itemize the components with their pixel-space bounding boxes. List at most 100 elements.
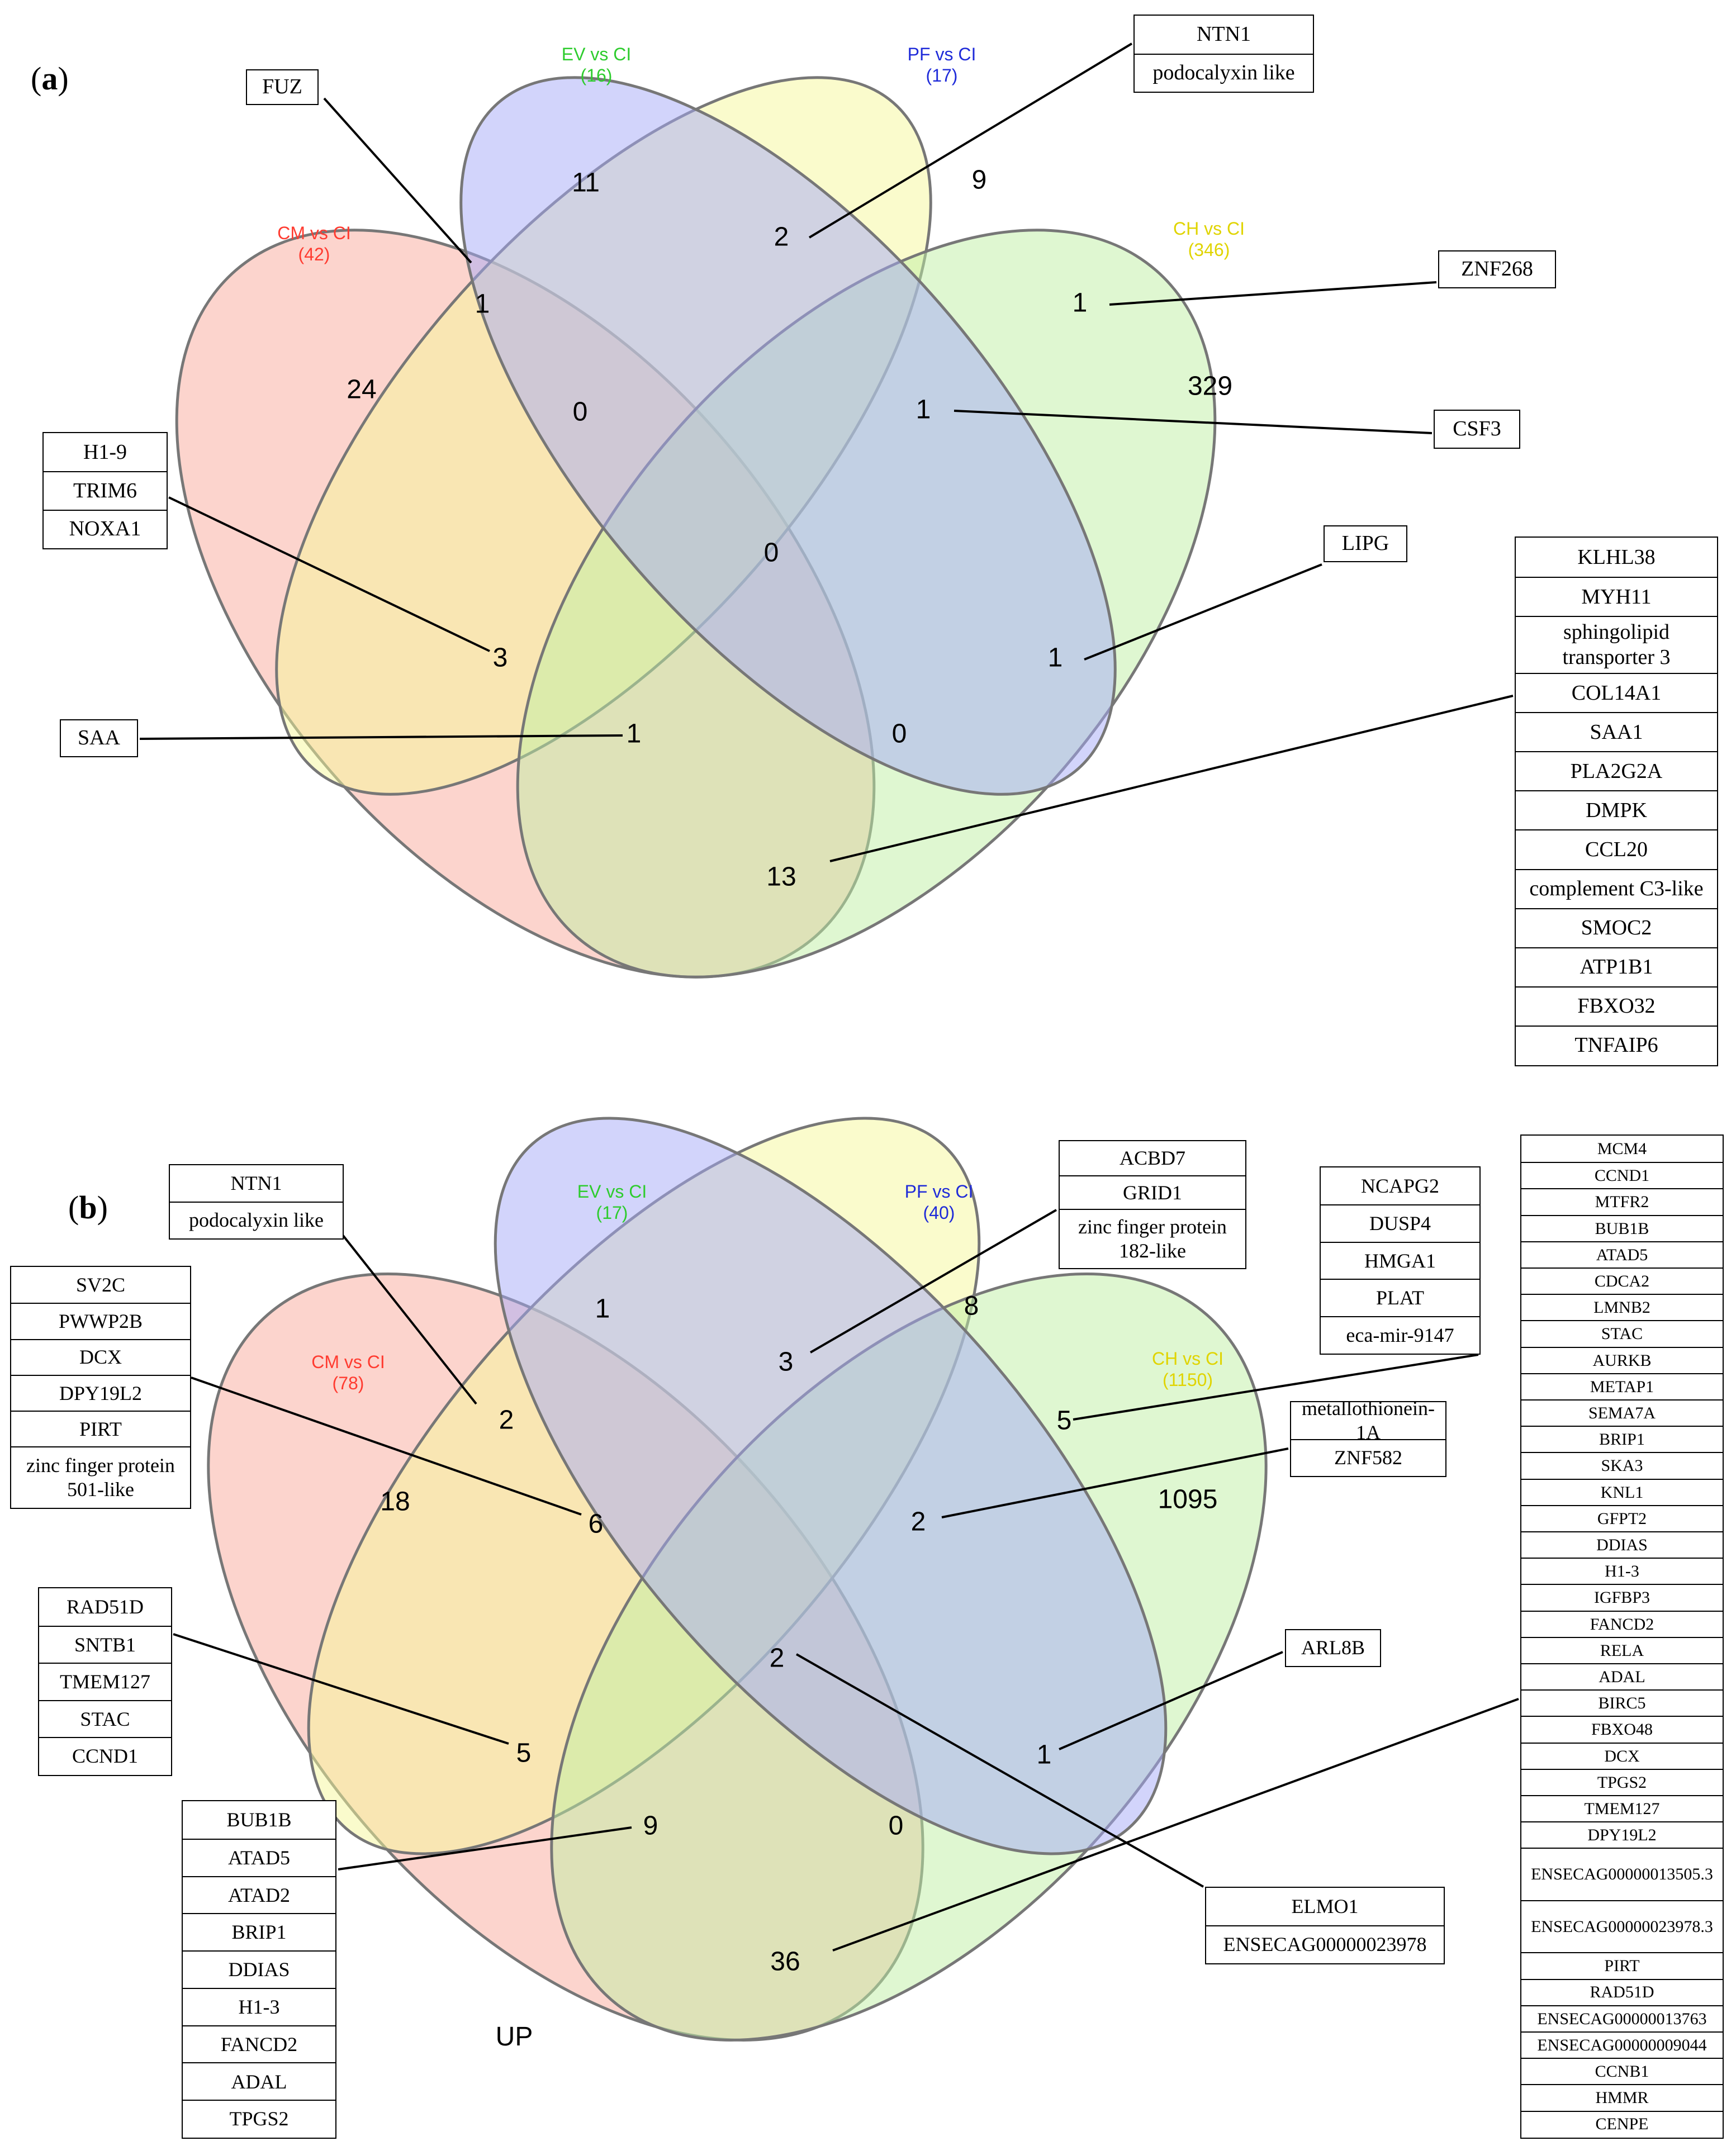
region-count-cm-pf: 3 — [493, 643, 508, 673]
gene-label: TMEM127 — [39, 1663, 171, 1700]
gene-label: zinc finger protein 501-like — [11, 1446, 190, 1507]
gene-label: PIRT — [11, 1411, 190, 1446]
gene-label: DMPK — [1516, 790, 1717, 829]
gene-label: MCM4 — [1597, 1139, 1647, 1158]
set-title-ch: CH vs CI — [1173, 219, 1245, 239]
leader-line-ev-pf-ch — [954, 410, 1433, 434]
gene-label: ATAD5 — [1521, 1241, 1723, 1267]
gene-label: SAA — [77, 726, 121, 750]
leader-line-cm-ev-pf-ch — [796, 1653, 1204, 1888]
region-count-ch: 1095 — [1158, 1485, 1218, 1515]
gene-label: BRIP1 — [1521, 1426, 1723, 1452]
gene-label: CENPE — [1521, 2110, 1723, 2137]
gene-label: LIPG — [1341, 531, 1389, 556]
region-count-ev-pf-ch: 2 — [911, 1507, 926, 1537]
gene-label: PLA2G2A — [1516, 751, 1717, 790]
gene-label: CCNB1 — [1521, 2058, 1723, 2084]
gene-label: STAC — [1521, 1320, 1723, 1346]
set-ellipse-pf — [459, 76, 1117, 796]
set-ellipse-pf — [494, 1117, 1168, 1855]
region-count-cm-pf-ch: 9 — [643, 1811, 658, 1841]
gene-label: BUB1B — [1521, 1214, 1723, 1241]
gene-label: BIRC5 — [1521, 1689, 1723, 1716]
gene-label: CCL20 — [1516, 829, 1717, 868]
gene-label: GFPT2 — [1521, 1504, 1723, 1531]
gene-label: STAC — [39, 1699, 171, 1738]
region-count-cm-ev-pf-ch: 0 — [764, 538, 779, 568]
leader-line-cm-ch — [829, 695, 1514, 862]
gene-label: NCAPG2 — [1360, 1174, 1440, 1197]
gene-label: SKA3 — [1521, 1452, 1723, 1478]
leader-line-cm-pf — [168, 496, 490, 652]
gene-label: HMGA1 — [1321, 1241, 1479, 1279]
gene-label: CDCA2 — [1521, 1267, 1723, 1294]
gene-label: TMEM127 — [1521, 1795, 1723, 1821]
region-count-ch: 329 — [1188, 372, 1232, 401]
region-count-ev-pf: 2 — [774, 222, 789, 252]
gene-box-ev-pf-ch: CSF3 — [1434, 410, 1520, 449]
gene-label: ARL8B — [1301, 1636, 1365, 1659]
region-count-cm: 24 — [347, 375, 376, 405]
gene-label: podocalyxin like — [170, 1202, 343, 1238]
gene-label: LMNB2 — [1521, 1294, 1723, 1320]
gene-label: BUB1B — [226, 1808, 292, 1831]
gene-label: H1-3 — [1521, 1558, 1723, 1584]
leader-line-cm-pf — [173, 1633, 509, 1745]
region-count-pf: 8 — [964, 1292, 979, 1321]
set-title-cm: CM vs CI — [311, 1352, 385, 1372]
gene-label: NTN1 — [230, 1172, 282, 1195]
region-count-pf: 9 — [972, 165, 987, 195]
gene-label: FBXO32 — [1516, 986, 1717, 1026]
panel-label: (a) — [31, 60, 69, 97]
leader-line-cm-ch — [832, 1698, 1519, 1952]
region-count-ev: 11 — [572, 168, 600, 198]
gene-box-cm-ev: FUZ — [246, 69, 319, 105]
region-count-ev-ch: 1 — [1048, 643, 1063, 673]
region-count-cm-ch: 36 — [770, 1947, 800, 1977]
gene-box-pf-ch: ZNF268 — [1438, 250, 1556, 288]
gene-label: GRID1 — [1060, 1175, 1245, 1209]
gene-label: AURKB — [1521, 1346, 1723, 1373]
leader-line-cm-ev — [323, 97, 472, 264]
gene-label: H1-9 — [83, 440, 127, 464]
gene-label: DCX — [11, 1338, 190, 1375]
set-count-cm: (42) — [298, 244, 330, 264]
set-count-ev: (16) — [581, 65, 613, 86]
gene-label: podocalyxin like — [1135, 53, 1313, 92]
gene-label: KNL1 — [1521, 1478, 1723, 1505]
gene-label: eca-mir-9147 — [1321, 1316, 1479, 1353]
leader-line-cm-ev — [340, 1232, 477, 1405]
gene-label: RAD51D — [1521, 1978, 1723, 2005]
leader-line-ev-pf-ch — [941, 1447, 1289, 1518]
gene-label: CCND1 — [39, 1737, 171, 1774]
set-title-pf: PF vs CI — [908, 44, 976, 64]
leader-line-pf-ch — [1073, 1354, 1479, 1421]
gene-box-cm-ev: NTN1 podocalyxin like — [169, 1164, 344, 1240]
region-count-pf-ch: 1 — [1073, 288, 1088, 318]
gene-label: RAD51D — [66, 1596, 144, 1618]
gene-label: FBXO48 — [1521, 1716, 1723, 1742]
gene-label: metallothionein-1A — [1302, 1397, 1435, 1444]
gene-box-ev-ch: ARL8B — [1285, 1629, 1381, 1667]
set-title-cm: CM vs CI — [277, 223, 351, 243]
gene-label: ACBD7 — [1119, 1147, 1186, 1170]
gene-label: ZNF268 — [1461, 257, 1533, 281]
region-count-cm-ev: 1 — [475, 289, 490, 319]
leader-line-ev-ch — [1059, 1651, 1283, 1750]
region-count-cm-ev-ch: 0 — [889, 1811, 904, 1841]
gene-label: FANCD2 — [183, 2025, 335, 2063]
region-count-ev-pf: 3 — [779, 1347, 794, 1377]
gene-label: IGFBP3 — [1521, 1584, 1723, 1610]
gene-label: BRIP1 — [183, 1913, 335, 1950]
region-count-cm-ev: 2 — [499, 1406, 514, 1435]
set-count-ch: (1150) — [1163, 1370, 1213, 1390]
gene-label: HMMR — [1521, 2084, 1723, 2110]
leader-line-ev-ch — [1084, 563, 1322, 661]
